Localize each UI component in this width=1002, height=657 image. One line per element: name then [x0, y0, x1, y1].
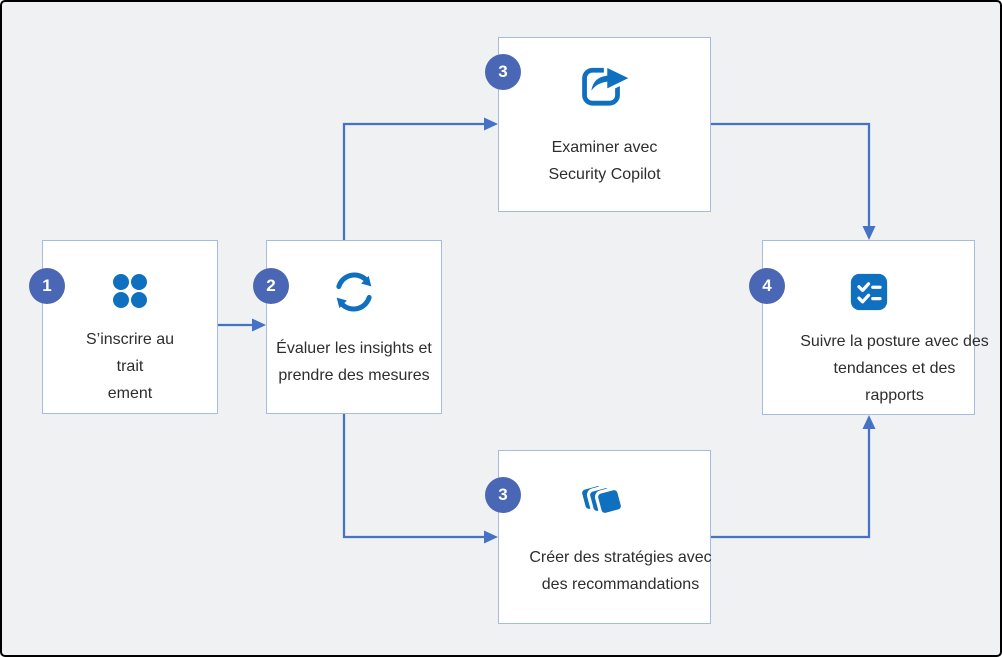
step-box-4: Suivre la posture avec des tendances et …	[762, 240, 989, 415]
step-4-label-line: rapports	[865, 387, 924, 404]
checklist-icon	[850, 273, 887, 311]
step-3-top-label-line: Examiner avec	[551, 139, 658, 156]
step-2-label-line: prendre des mesures	[278, 367, 430, 384]
connector-step2-step3-bottom	[342, 414, 498, 544]
step-1-label-line: ement	[107, 385, 153, 402]
step-3-bottom-label-line: Créer des stratégies avec	[529, 549, 712, 566]
connector-step2-step3-top	[342, 117, 498, 240]
step-2-label: Évaluer les insights et prendre des mesu…	[276, 335, 432, 389]
step-1-label-line: S’inscrire au	[85, 331, 175, 348]
step-3-bottom-label: Créer des stratégies avec des recommanda…	[529, 544, 711, 598]
step-number-badge-4: 4	[749, 268, 785, 304]
step-box-2: Évaluer les insights et prendre des mesu…	[266, 240, 442, 414]
step-box-3-top: Examiner avec Security Copilot	[498, 37, 711, 212]
step-number-badge-3-top: 3	[485, 54, 521, 90]
step-4-label-line: Suivre la posture avec des	[800, 333, 989, 350]
share-arrow-icon	[581, 64, 632, 106]
step-number-badge-2: 2	[253, 268, 289, 304]
sync-arrows-icon	[336, 272, 372, 312]
step-3-top-label: Examiner avec Security Copilot	[548, 134, 660, 188]
step-4-label-line: tendances et des	[833, 360, 956, 377]
step-3-top-label-line: Security Copilot	[548, 166, 661, 183]
step-1-label: S’inscrire au trait ement	[86, 326, 174, 407]
step-4-label: Suivre la posture avec des tendances et …	[800, 328, 989, 409]
step-3-bottom-label-line: des recommandations	[541, 576, 700, 593]
stacked-cards-icon	[578, 482, 624, 517]
connector-step1-step2	[218, 318, 266, 332]
step-number-badge-1: 1	[29, 268, 65, 304]
dots-grid-icon	[113, 274, 147, 308]
step-box-3-bottom: Créer des stratégies avec des recommanda…	[498, 450, 712, 624]
step-1-label-line: trait	[116, 358, 144, 375]
step-2-label-line: Évaluer les insights et	[276, 340, 432, 357]
connector-step3-bottom-step4	[711, 415, 876, 539]
step-box-1: S’inscrire au trait ement	[42, 240, 218, 414]
step-number-badge-3-bottom: 3	[485, 477, 521, 513]
connector-step3-top-step4	[711, 122, 876, 240]
